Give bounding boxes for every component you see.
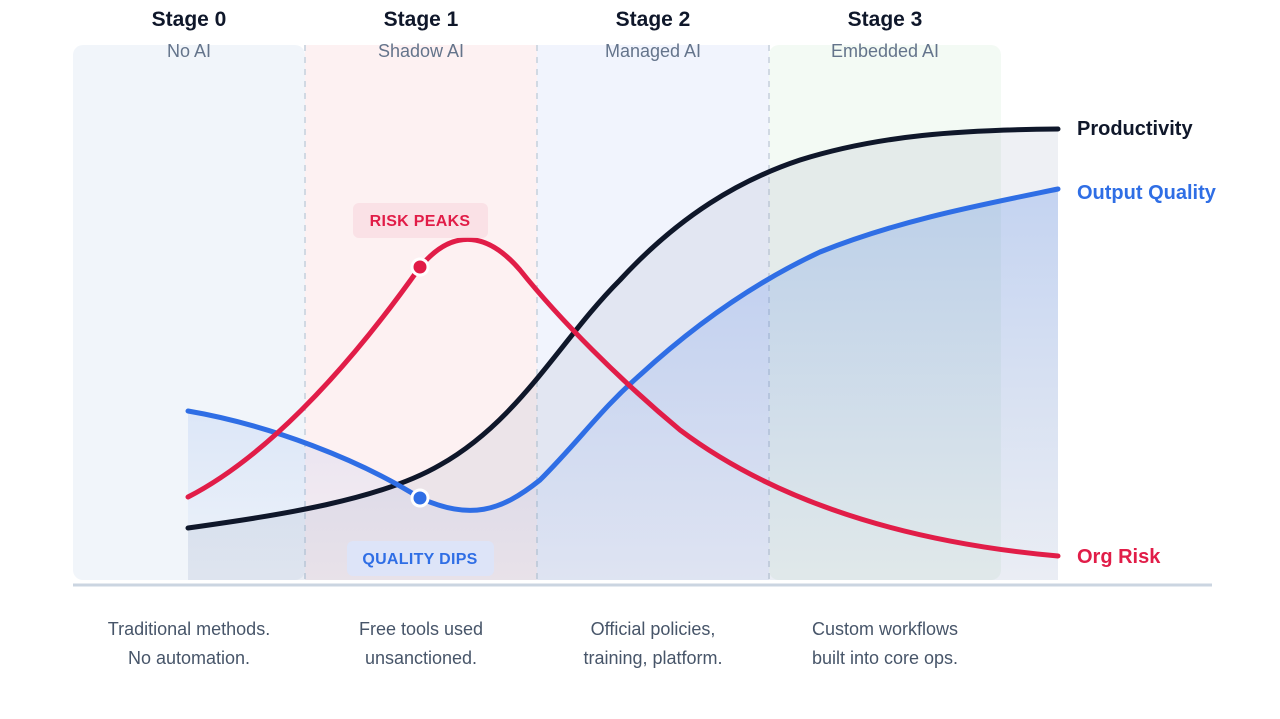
stage-3-desc-line1: Custom workflows — [812, 619, 958, 639]
stage-0-desc-line1: Traditional methods. — [108, 619, 270, 639]
quality-dip-marker — [410, 488, 430, 508]
stage-3-title: Stage 3 — [848, 8, 923, 31]
risk-peak-badge — [353, 203, 488, 238]
risk-peak-label: RISK PEAKS — [370, 213, 471, 230]
stage-1-desc-line1: Free tools used — [359, 619, 483, 639]
quality-area — [188, 189, 1058, 580]
stage-3-subtitle: Embedded AI — [831, 41, 939, 61]
stage-2-title: Stage 2 — [616, 8, 691, 31]
risk-peak-marker — [410, 257, 430, 277]
productivity-curve — [185, 126, 1061, 531]
output-quality-curve — [185, 186, 1061, 513]
stage-1-desc-line2: unsanctioned. — [365, 648, 477, 668]
stage-2-desc-line2: training, platform. — [583, 648, 722, 668]
quality-dip-badge — [347, 541, 494, 576]
stage-1-title: Stage 1 — [384, 8, 459, 31]
org-risk-curve — [185, 237, 1061, 559]
stage-0-desc-line2: No automation. — [128, 648, 250, 668]
productivity-label: Productivity — [1077, 118, 1193, 140]
stage-2-subtitle: Managed AI — [605, 41, 701, 61]
output-quality-label: Output Quality — [1077, 182, 1217, 204]
stage-2-desc-line1: Official policies, — [591, 619, 716, 639]
stage-0-title: Stage 0 — [152, 8, 227, 31]
stage-0-subtitle: No AI — [167, 41, 211, 61]
quality-dip-label: QUALITY DIPS — [362, 551, 477, 568]
stage-3-desc-line2: built into core ops. — [812, 648, 958, 668]
org-risk-label: Org Risk — [1077, 546, 1161, 568]
stage-1-subtitle: Shadow AI — [378, 41, 464, 61]
